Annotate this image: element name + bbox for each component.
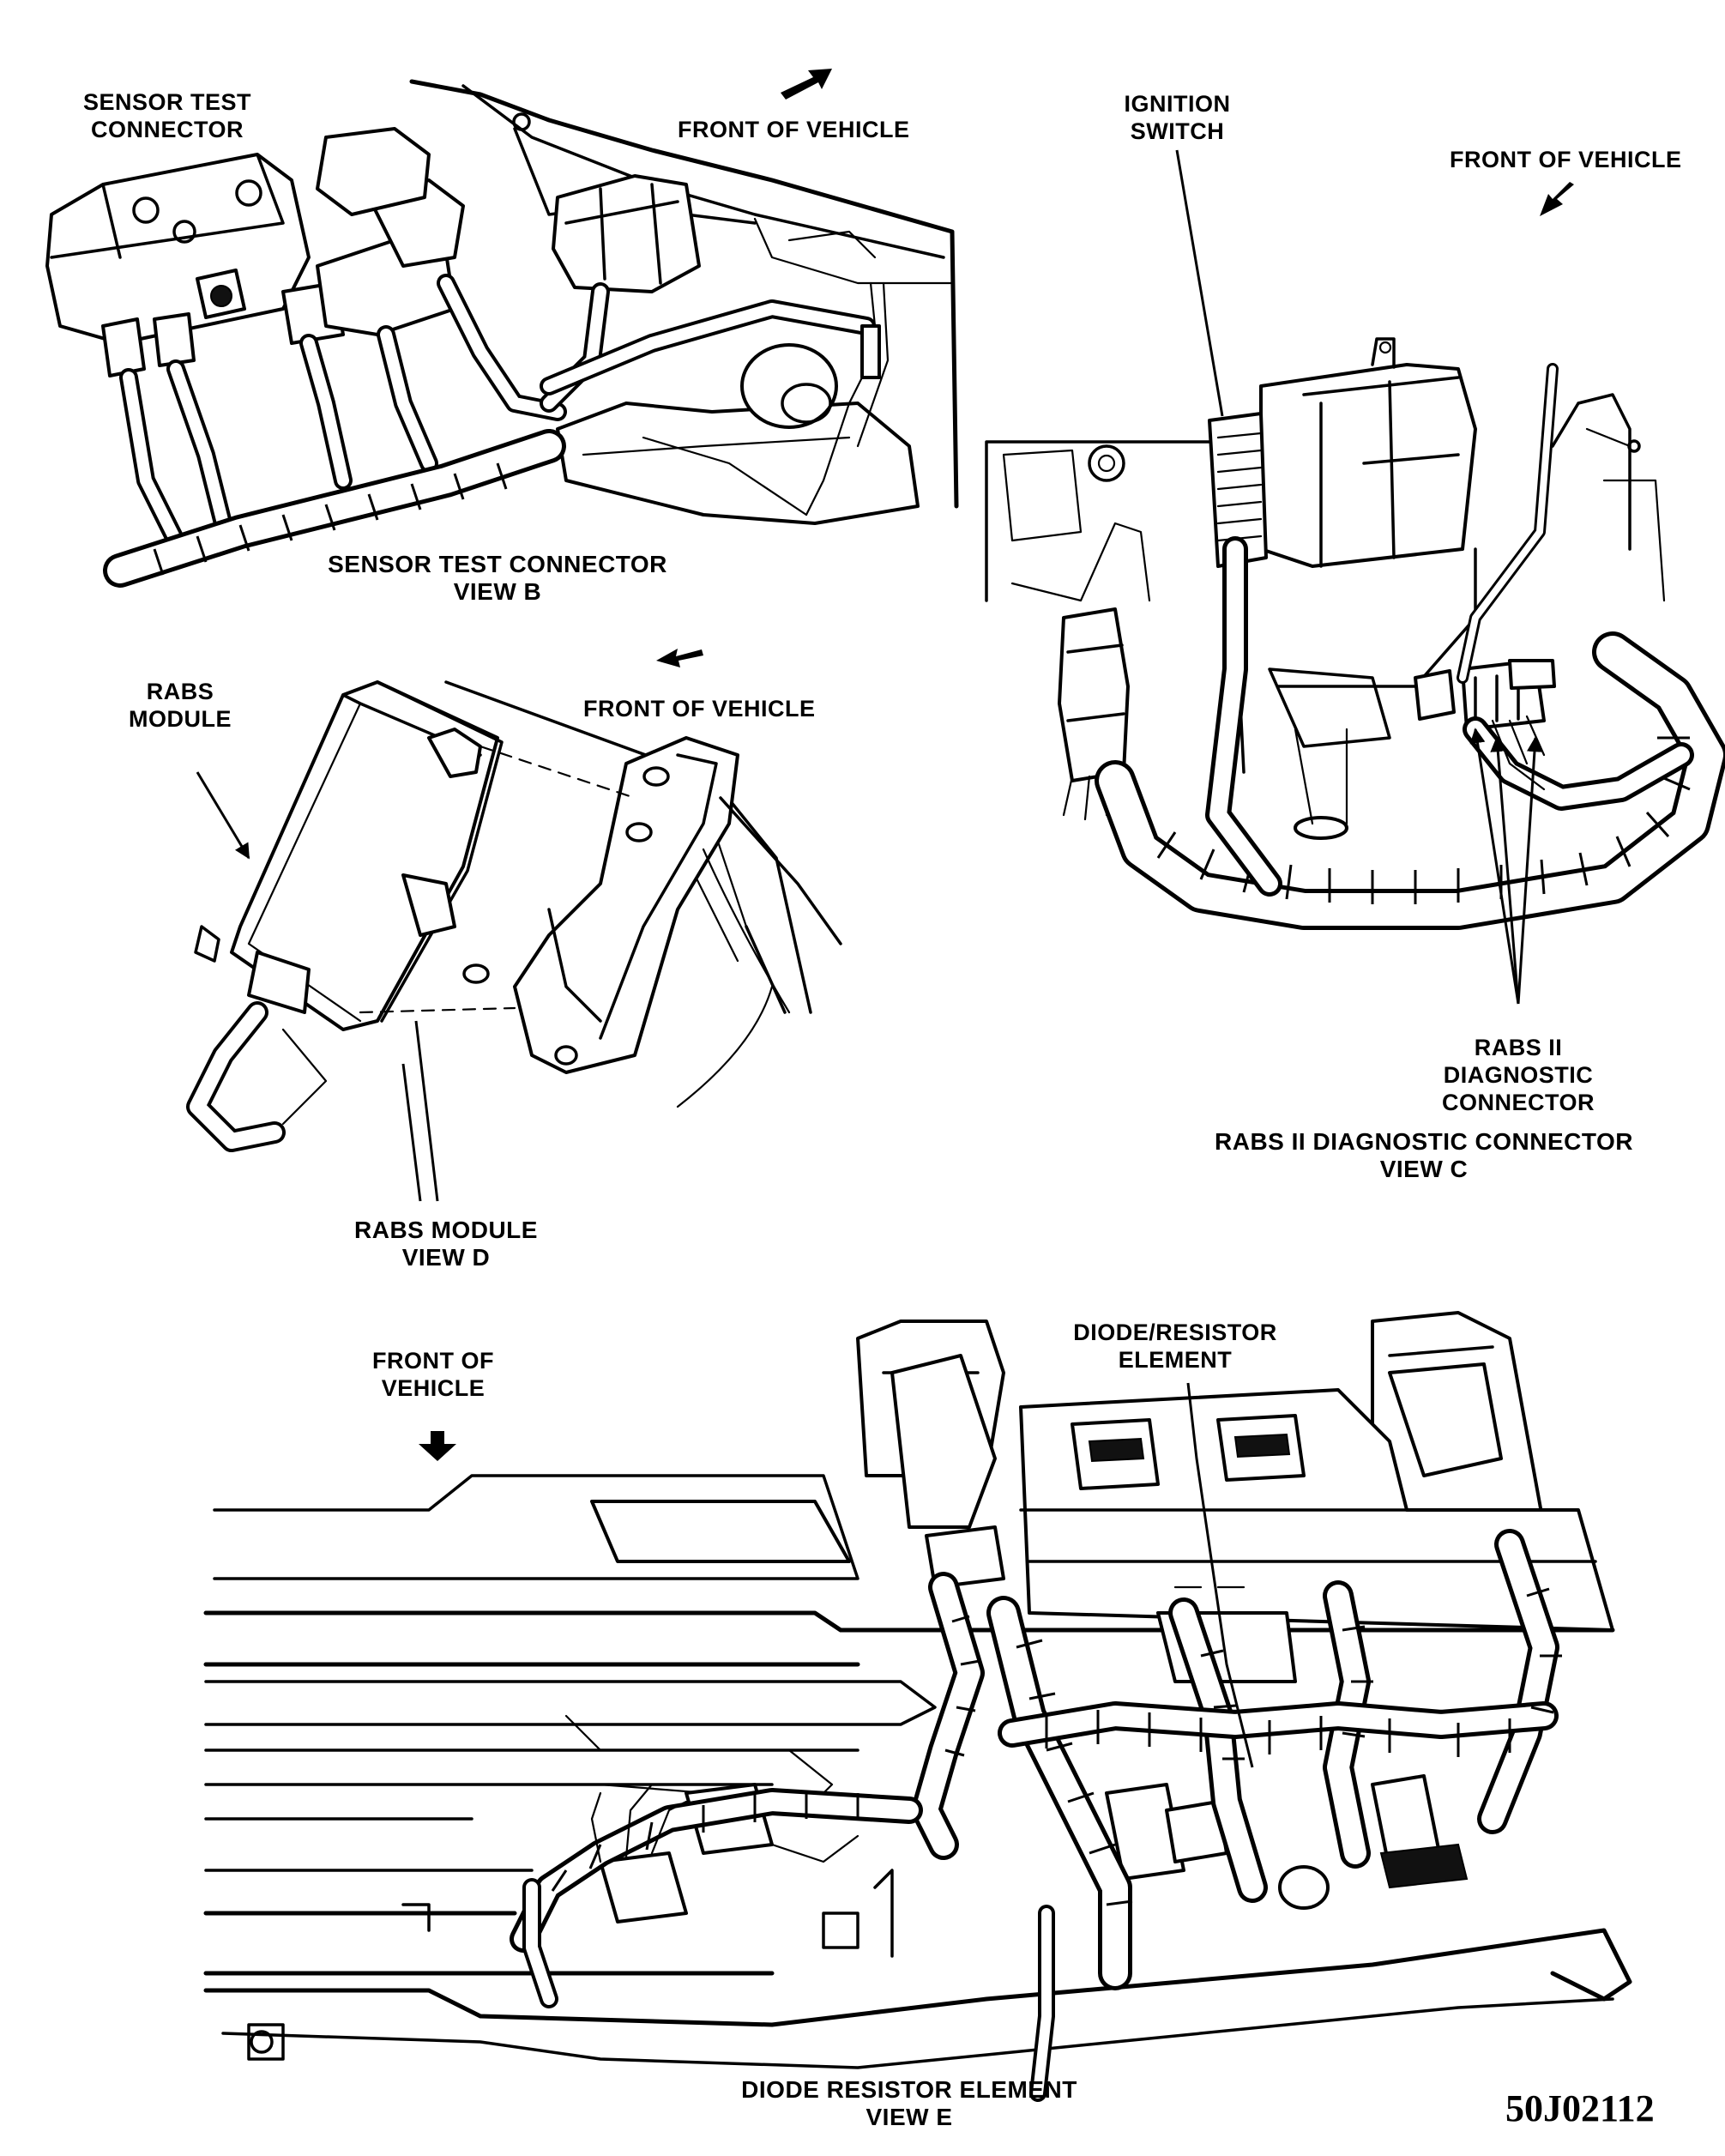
label-line: IGNITION (1124, 91, 1231, 117)
label-line: VEHICLE (381, 1375, 486, 1401)
label-line: RABS II (1474, 1035, 1563, 1060)
view-d-front-of-vehicle-label: FRONT OF VEHICLE (583, 695, 816, 722)
rabs-ii-diagnostic-connector-label: RABS II DIAGNOSTIC CONNECTOR (1432, 1034, 1604, 1116)
label-line: DIAGNOSTIC (1443, 1062, 1594, 1088)
direction-arrow-icon (656, 649, 703, 667)
direction-arrow-icon (1540, 182, 1574, 216)
view-c-illustration (985, 149, 1725, 1005)
caption-line: DIODE RESISTOR ELEMENT (741, 2076, 1077, 2103)
label-line: MODULE (129, 706, 232, 732)
sensor-test-connector-label: SENSOR TEST CONNECTOR (77, 88, 257, 143)
view-d-caption: RABS MODULE VIEW D (343, 1217, 549, 1271)
view-c-caption: RABS II DIAGNOSTIC CONNECTOR VIEW C (1201, 1128, 1647, 1183)
direction-arrow-icon (419, 1431, 456, 1461)
label-line: CONNECTOR (1441, 1090, 1595, 1115)
rabs-module-label: RABS MODULE (116, 678, 244, 733)
label-line: SENSOR TEST (82, 89, 252, 115)
label-line: FRONT OF VEHICLE (678, 117, 910, 142)
figure-code: 50J02112 (1505, 2087, 1655, 2129)
label-line: FRONT OF VEHICLE (583, 696, 816, 722)
label-line: DIODE/RESISTOR (1073, 1320, 1277, 1345)
label-line: SWITCH (1130, 118, 1225, 144)
view-b-illustration (45, 79, 959, 588)
view-e-caption: DIODE RESISTOR ELEMENT VIEW E (721, 2076, 1098, 2131)
diode-resistor-element-label: DIODE/RESISTOR ELEMENT (1064, 1319, 1287, 1374)
label-line: RABS (146, 679, 214, 704)
caption-line: VIEW D (401, 1244, 491, 1271)
caption-line: VIEW E (866, 2104, 953, 2130)
view-d-illustration (186, 680, 842, 1202)
view-b-front-of-vehicle-label: FRONT OF VEHICLE (678, 116, 910, 143)
label-line: FRONT OF (372, 1348, 494, 1374)
label-line: CONNECTOR (90, 117, 244, 142)
caption-line: RABS II DIAGNOSTIC CONNECTOR (1215, 1128, 1633, 1155)
ignition-switch-label: IGNITION SWITCH (1107, 90, 1248, 145)
caption-line: VIEW C (1379, 1156, 1469, 1182)
caption-line: VIEW B (453, 578, 542, 605)
caption-line: SENSOR TEST CONNECTOR (328, 551, 667, 577)
label-line: ELEMENT (1118, 1347, 1233, 1373)
label-line: FRONT OF VEHICLE (1450, 147, 1682, 172)
view-e-front-of-vehicle-label: FRONT OF VEHICLE (352, 1347, 515, 1402)
caption-line: RABS MODULE (354, 1217, 538, 1243)
view-c-front-of-vehicle-label: FRONT OF VEHICLE (1450, 146, 1682, 173)
view-e-illustration (203, 1311, 1632, 2102)
direction-arrow-icon (781, 69, 832, 100)
view-b-caption: SENSOR TEST CONNECTOR VIEW B (317, 551, 678, 606)
